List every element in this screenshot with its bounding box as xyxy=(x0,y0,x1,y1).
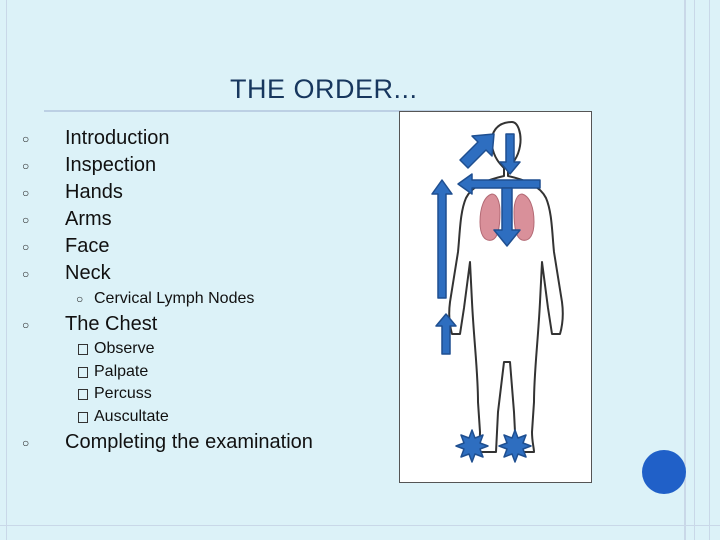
square-bullet-icon xyxy=(78,343,88,355)
bullet-label: Arms xyxy=(65,208,112,230)
bullet-arms: ○ Arms xyxy=(22,208,112,231)
ring-bullet-icon: ○ xyxy=(22,266,30,281)
arrow-up-left-icon xyxy=(459,133,495,169)
title-underline xyxy=(44,110,490,112)
frame-line-right xyxy=(684,0,720,540)
human-body-figure-icon xyxy=(431,121,564,463)
body-diagram-image xyxy=(399,111,592,483)
bullet-cervical-lymph-nodes: ○ Cervical Lymph Nodes xyxy=(76,290,254,308)
sub-bullet-observe: Observe xyxy=(78,340,154,358)
ring-bullet-icon: ○ xyxy=(22,212,30,227)
star-ankle-left-icon xyxy=(455,429,489,463)
bullet-label: Inspection xyxy=(65,154,157,176)
ring-bullet-icon: ○ xyxy=(22,317,30,332)
direction-arrows xyxy=(431,133,541,463)
ring-bullet-icon: ○ xyxy=(22,185,30,200)
decorative-circle xyxy=(642,450,686,494)
bullet-face: ○ Face xyxy=(22,235,109,258)
arrow-up-long-icon xyxy=(431,179,453,299)
bullet-hands: ○ Hands xyxy=(22,181,123,204)
bullet-label: Completing the examination xyxy=(65,431,313,453)
bullet-label: The Chest xyxy=(65,313,158,335)
ring-bullet-icon: ○ xyxy=(22,131,30,146)
lungs-icon xyxy=(479,193,535,241)
body-outline xyxy=(448,121,564,453)
arrow-down-chest-icon xyxy=(493,187,521,247)
sub-bullet-palpate: Palpate xyxy=(78,363,148,381)
ring-bullet-icon: ○ xyxy=(22,239,30,254)
square-bullet-icon xyxy=(78,411,88,423)
frame-line-bottom xyxy=(0,525,720,540)
bullet-label: Palpate xyxy=(94,363,149,380)
bullet-introduction: ○ Introduction xyxy=(22,127,170,150)
ring-bullet-icon: ○ xyxy=(22,158,30,173)
bullet-neck: ○ Neck xyxy=(22,262,111,285)
bullet-inspection: ○ Inspection xyxy=(22,154,156,177)
bullet-label: Observe xyxy=(94,340,155,357)
sub-bullet-percuss: Percuss xyxy=(78,385,152,403)
square-bullet-icon xyxy=(78,366,88,378)
bullet-completing-examination: ○ Completing the examination xyxy=(22,431,313,454)
bullet-the-chest: ○ The Chest xyxy=(22,313,157,336)
square-bullet-icon xyxy=(78,388,88,400)
bullet-label: Cervical Lymph Nodes xyxy=(94,290,255,307)
slide-title: THE ORDER... xyxy=(230,74,418,104)
bullet-label: Percuss xyxy=(94,385,152,402)
bullet-label: Neck xyxy=(65,262,111,284)
bullet-label: Face xyxy=(65,235,110,257)
star-ankle-right-icon xyxy=(498,429,532,463)
arrow-up-short-icon xyxy=(435,313,457,355)
bullet-label: Introduction xyxy=(65,127,170,149)
bullet-label: Hands xyxy=(65,181,123,203)
bullet-label: Auscultate xyxy=(94,408,169,425)
frame-line-left xyxy=(0,0,7,540)
sub-bullet-auscultate: Auscultate xyxy=(78,408,169,426)
arrow-left-icon xyxy=(457,173,541,195)
ring-bullet-icon: ○ xyxy=(22,435,30,450)
ring-bullet-icon: ○ xyxy=(76,292,84,306)
arrow-down-icon xyxy=(499,133,521,175)
